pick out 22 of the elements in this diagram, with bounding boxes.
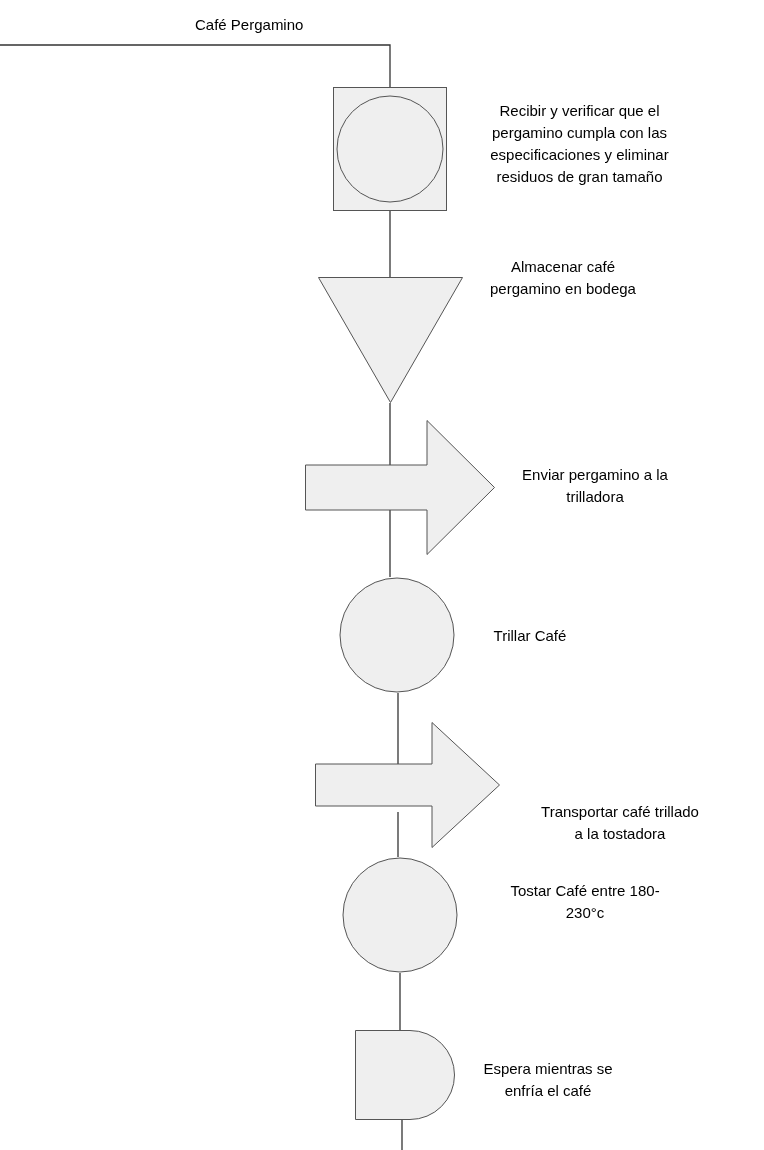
connector-line — [401, 1119, 403, 1150]
connector-line — [399, 972, 401, 1031]
step-description: Recibir y verificar que el pergamino cumpla con las especificaciones y eliminar residuos de gran tamaño — [489, 101, 670, 187]
transport-arrow-symbol — [315, 722, 500, 848]
connector-line — [389, 509, 391, 578]
step-description: Espera mientras se enfría el café — [482, 1059, 614, 1101]
step-description: Trillar Café — [492, 626, 568, 646]
step-description: Enviar pergamino a la trilladora — [521, 465, 669, 507]
operation-circle — [339, 577, 455, 693]
operation-circle — [342, 857, 458, 973]
step-description: Tostar Café entre 180-230°c — [509, 881, 661, 923]
connector-line — [389, 210, 391, 278]
step-description: Transportar café trillado a la tostadora — [540, 802, 700, 844]
step-description: Almacenar café pergamino en bodega — [489, 257, 637, 299]
storage-triangle — [318, 277, 463, 403]
connector-line — [0, 44, 391, 88]
connector-line — [389, 402, 391, 466]
connector-line — [397, 811, 399, 858]
delay-symbol — [355, 1030, 455, 1120]
edge-label: Café Pergamino — [195, 15, 304, 35]
inspection-operation-symbol — [333, 87, 447, 211]
transport-arrow-symbol — [305, 420, 495, 555]
